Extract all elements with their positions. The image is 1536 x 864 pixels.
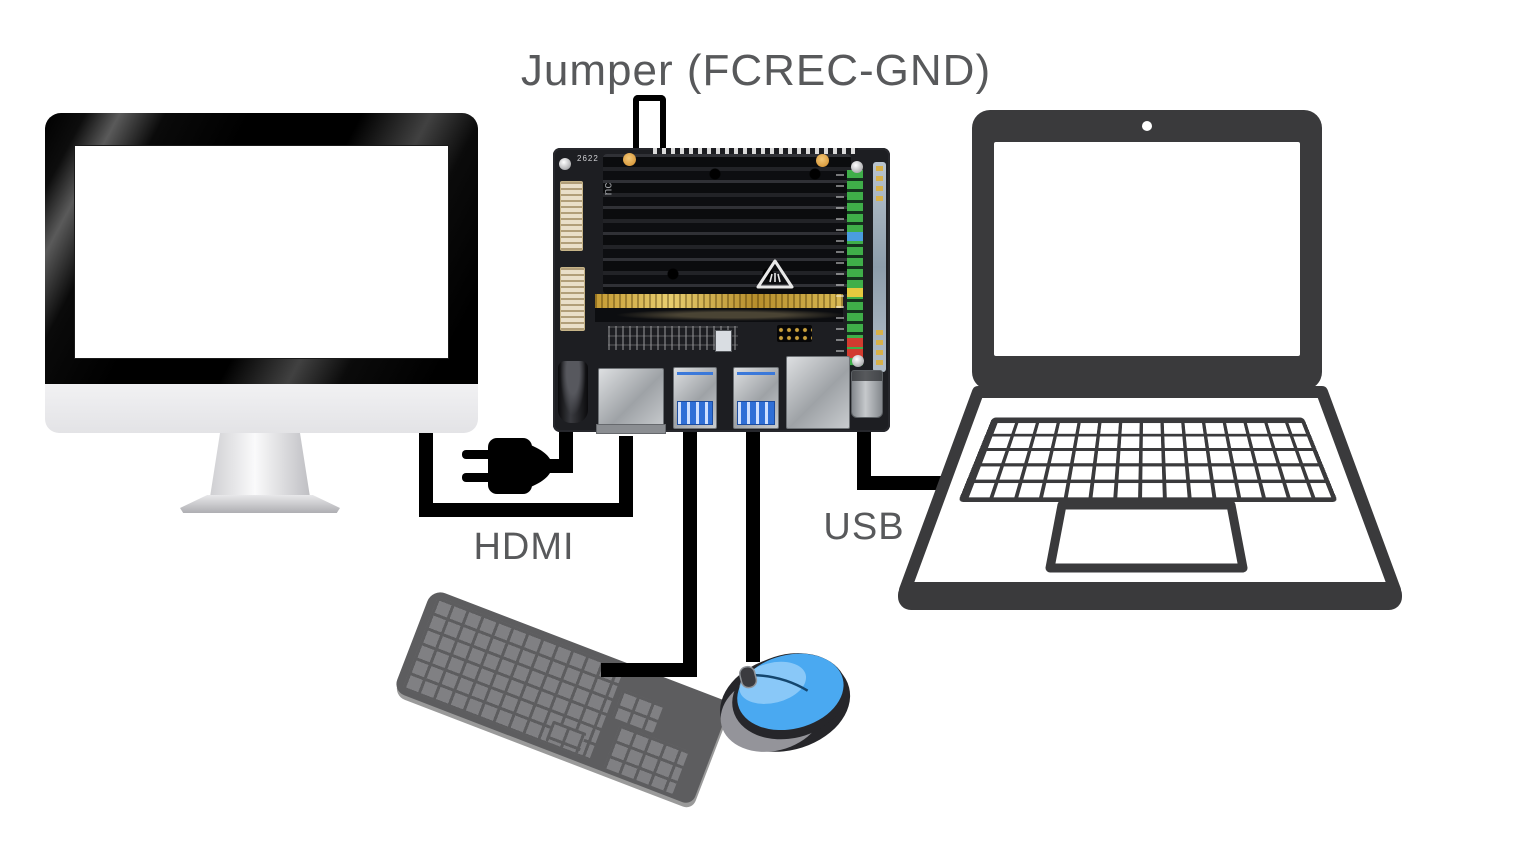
hdmi-cable-segment <box>419 503 633 517</box>
warning-triangle-icon <box>756 259 794 289</box>
developer-board: 2622 nc <box>553 148 890 434</box>
usb-label: USB <box>823 506 905 548</box>
gpio-blue-pin <box>847 232 863 241</box>
laptop-keyboard <box>958 417 1338 502</box>
header-gold-pins <box>876 166 883 204</box>
keyboard-cable-segment <box>601 663 697 677</box>
laptop-screen-bezel <box>972 110 1322 390</box>
gpio-yellow-pin <box>847 288 863 297</box>
camera-fpc-connector <box>560 267 585 331</box>
usb3-port <box>673 367 717 429</box>
mount-hole <box>623 153 636 166</box>
usb-keyboard <box>392 588 732 806</box>
usb3-blue-tongue <box>737 401 775 425</box>
usb-mouse <box>720 653 851 752</box>
usb3-blue-line <box>677 372 713 375</box>
dc-power-jack <box>558 361 588 423</box>
monitor-bezel <box>45 113 478 384</box>
heatsink-marking: nc <box>600 182 615 196</box>
ethernet-port <box>786 356 850 429</box>
hdmi-cable-segment <box>419 433 433 517</box>
mouse-cable-segment <box>746 432 760 662</box>
smd-component <box>715 330 732 352</box>
keyboard-main-keys <box>402 596 625 760</box>
micro-usb-port <box>851 370 883 418</box>
laptop-touchpad <box>1045 500 1248 573</box>
monitor-stand-base <box>180 495 340 513</box>
heatsink: nc <box>600 154 851 294</box>
jumper-label: Jumper (FCREC-GND) <box>520 46 992 95</box>
laptop-screen <box>994 142 1300 356</box>
screw-hole <box>852 355 864 367</box>
usb3-port <box>733 367 779 429</box>
button-pin-header <box>777 325 812 342</box>
usb-cable-segment <box>857 476 962 490</box>
jumper-wire-icon <box>633 95 666 157</box>
usb3-blue-tongue <box>677 401 713 425</box>
keyboard-cable-segment <box>683 432 697 677</box>
hdmi-label: HDMI <box>473 526 575 568</box>
camera-fpc-connector <box>560 181 583 251</box>
monitor-screen <box>74 145 449 359</box>
screw-hole <box>559 158 571 170</box>
board-silkscreen: 2622 <box>577 154 599 163</box>
power-plug-icon <box>462 438 552 494</box>
mouse-scroll-wheel <box>739 665 758 689</box>
keyboard-numpad-keys <box>603 724 690 795</box>
hdmi-port-flange <box>596 424 666 434</box>
sodimm-gold-edge <box>595 294 843 308</box>
mount-hole <box>816 154 829 167</box>
monitor-chin <box>45 384 478 433</box>
header-gold-pins <box>876 330 883 368</box>
power-cable-segment <box>546 459 573 473</box>
webcam-icon <box>1142 121 1152 131</box>
usb3-blue-line <box>737 372 775 375</box>
screw-hole <box>851 161 863 173</box>
gpio-pin-labels <box>836 174 844 362</box>
laptop-base-front <box>898 582 1402 610</box>
usb-cable-segment <box>857 415 871 490</box>
gpio-red-pin <box>847 338 863 347</box>
monitor-stand-neck <box>210 433 310 497</box>
hdmi-port <box>596 368 666 434</box>
gpio-red-pin <box>847 349 863 358</box>
gpio-40pin-header <box>873 162 886 372</box>
pin-header-teeth <box>653 148 858 154</box>
gpio-color-strip <box>847 170 863 366</box>
hdmi-cable-segment <box>619 436 633 517</box>
sodimm-socket <box>595 308 843 322</box>
